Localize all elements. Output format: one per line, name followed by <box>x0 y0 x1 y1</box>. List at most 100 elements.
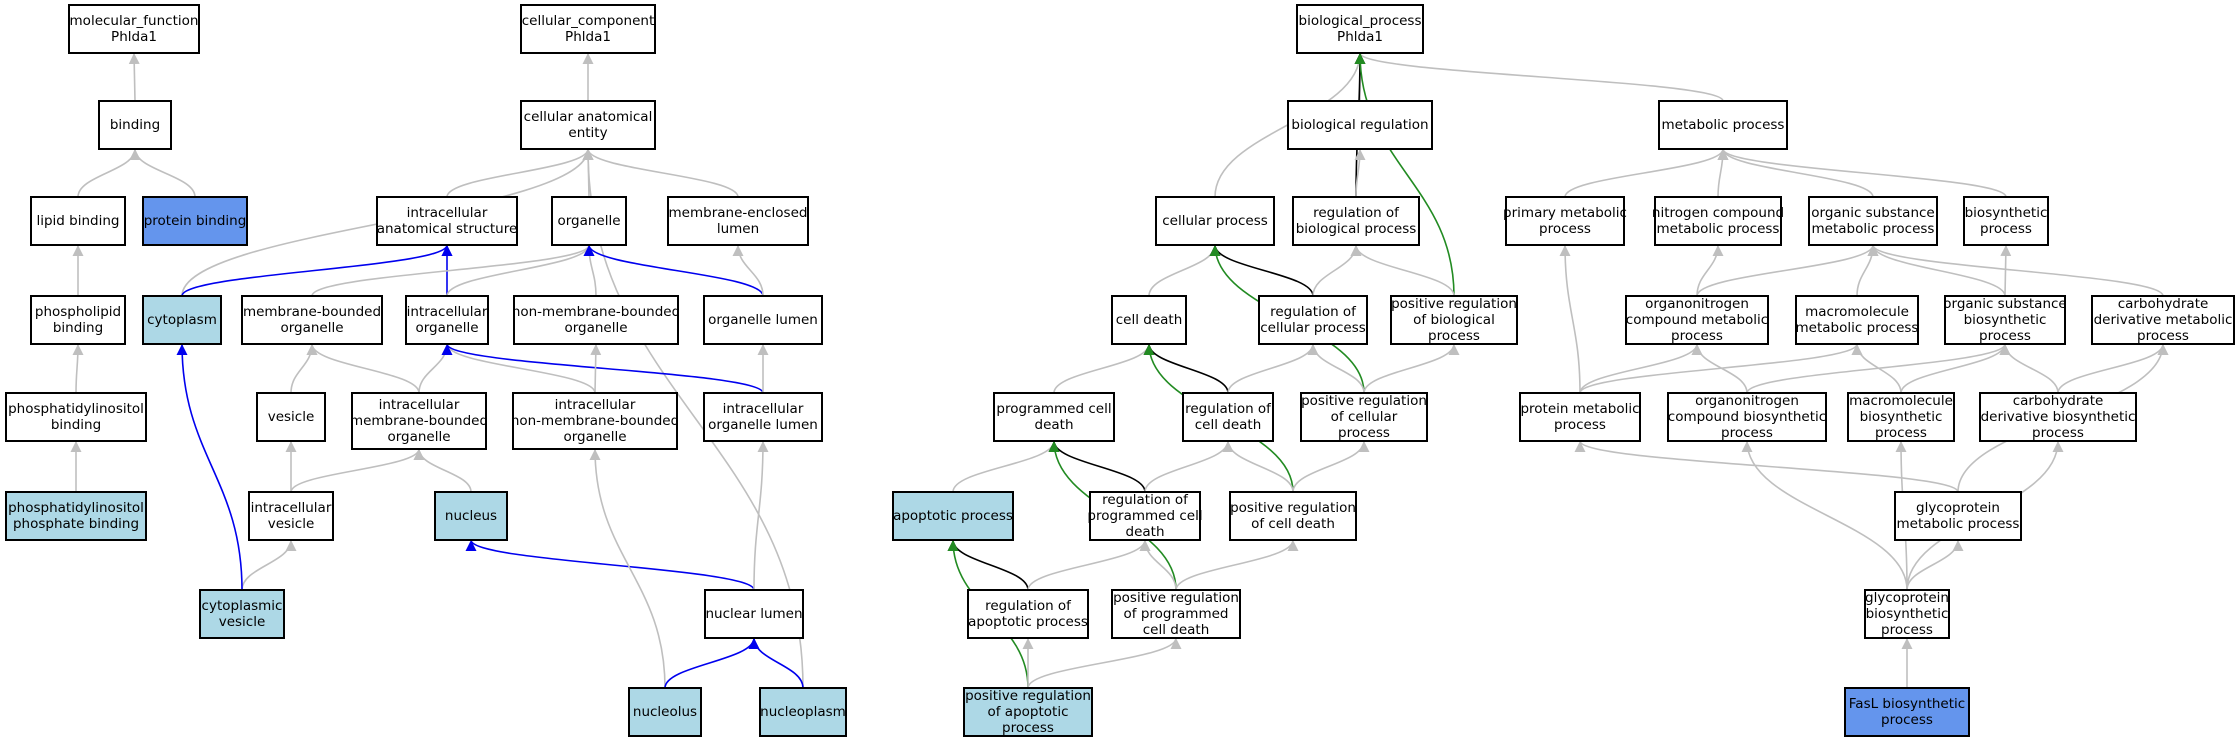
node-label-line: lumen <box>717 221 759 237</box>
edge-rcp-to-cp <box>1209 244 1314 297</box>
node-box <box>1155 196 1275 246</box>
node-label-line: apoptotic process <box>893 508 1013 524</box>
node-nucleolus: nucleolus <box>628 687 702 737</box>
node-label-line: process <box>1979 328 2031 344</box>
node-label-line: regulation of <box>1185 401 1272 417</box>
node-box <box>1229 491 1357 541</box>
node-box <box>1089 491 1201 541</box>
node-label-line: metabolic process <box>1812 221 1935 237</box>
edge-ap-to-pcd <box>952 440 1060 493</box>
edge-oncbp-to-oncmp <box>1691 343 1748 394</box>
edge-protmp-to-mmp <box>1579 343 1863 394</box>
edge-cdbp-to-cdmp <box>2057 343 2169 394</box>
node-label-line: death <box>1126 524 1165 540</box>
node-label-line: cellular anatomical <box>524 109 653 125</box>
edge-cytoplasm-to-ias <box>181 244 453 297</box>
node-box <box>1182 392 1274 442</box>
node-label-line: organic substance <box>1811 205 1934 221</box>
node-label-line: derivative biosynthetic <box>1981 409 2136 425</box>
node-label-line: carbohydrate <box>2013 393 2104 409</box>
edge-metab-to-bp <box>1354 52 1724 102</box>
edge-cdbp-to-osbp <box>1999 343 2059 394</box>
node-label-line: metabolic process <box>1657 221 1780 237</box>
node-box <box>1847 392 1955 442</box>
node-label-line: cellular process <box>1260 320 1366 336</box>
node-cd: cell death <box>1111 295 1187 345</box>
node-box <box>1654 196 1782 246</box>
node-label-line: organelle <box>564 320 627 336</box>
node-box <box>1844 687 1970 737</box>
node-label-line: metabolic process <box>1897 516 2020 532</box>
node-box <box>1894 491 2022 541</box>
edge-rcd-to-cd <box>1143 343 1229 394</box>
node-label-line: intracellular <box>407 205 488 221</box>
node-box <box>704 589 804 639</box>
node-box <box>1864 589 1950 639</box>
node-label-line: cytoplasmic <box>202 598 283 614</box>
node-box <box>30 295 126 345</box>
node-box <box>1287 100 1433 150</box>
node-organelle: organelle <box>551 196 627 246</box>
node-lipid_binding: lipid binding <box>30 196 126 246</box>
node-box <box>248 491 334 541</box>
edge-prbp-to-bp <box>1354 52 1455 297</box>
edge-rbp-to-breg <box>1354 148 1366 198</box>
node-box <box>1519 392 1641 442</box>
node-label-line: process <box>1428 328 1480 344</box>
node-label-line: nitrogen compound <box>1652 205 1784 221</box>
node-label-line: vesicle <box>219 614 266 630</box>
edge-gbp-to-gmp <box>1906 539 1964 591</box>
node-cytoplasm: cytoplasm <box>142 295 222 345</box>
node-label-line: nuclear lumen <box>705 606 802 622</box>
node-label-line: metabolic process <box>1662 117 1785 133</box>
node-label-line: process <box>2137 328 2189 344</box>
node-label-line: of biological <box>1413 312 1495 328</box>
edge-cv-to-iv <box>241 539 297 591</box>
node-box <box>1658 100 1788 150</box>
node-label-line: carbohydrate <box>2118 296 2209 312</box>
node-ap: apoptotic process <box>892 491 1014 541</box>
node-label-line: non-membrane-bounded <box>512 304 680 320</box>
edge-pcd-to-cd <box>1053 343 1155 394</box>
edge-prap-to-prpcd <box>1027 637 1182 689</box>
node-label-line: organonitrogen <box>1695 393 1799 409</box>
node-label-line: cell death <box>1116 312 1183 328</box>
edge-ncmp-to-metab <box>1717 148 1729 198</box>
edge-mbo-to-organelle <box>311 244 595 297</box>
node-box <box>513 295 679 345</box>
node-label-line: biosynthetic <box>1965 205 2048 221</box>
node-binding: binding <box>98 100 172 150</box>
edge-rcp-to-rbp <box>1312 244 1362 297</box>
node-box <box>1505 196 1625 246</box>
node-box <box>551 196 627 246</box>
edge-nl-to-iol <box>753 440 769 591</box>
node-label-line: membrane-bounded <box>243 304 381 320</box>
node-box <box>1979 392 2137 442</box>
node-label-line: glycoprotein <box>1916 500 2000 516</box>
edge-prcd-to-rcd <box>1222 440 1294 493</box>
node-box <box>98 100 172 150</box>
node-box <box>1808 196 1938 246</box>
node-label-line: metabolic process <box>1796 320 1919 336</box>
node-label-line: of cell death <box>1251 516 1335 532</box>
node-label-line: non-membrane-bounded <box>511 413 679 429</box>
node-label-line: process <box>1002 720 1054 736</box>
edge-protmp-to-oncmp <box>1579 343 1703 394</box>
node-box <box>1111 589 1241 639</box>
node-box <box>1667 392 1827 442</box>
